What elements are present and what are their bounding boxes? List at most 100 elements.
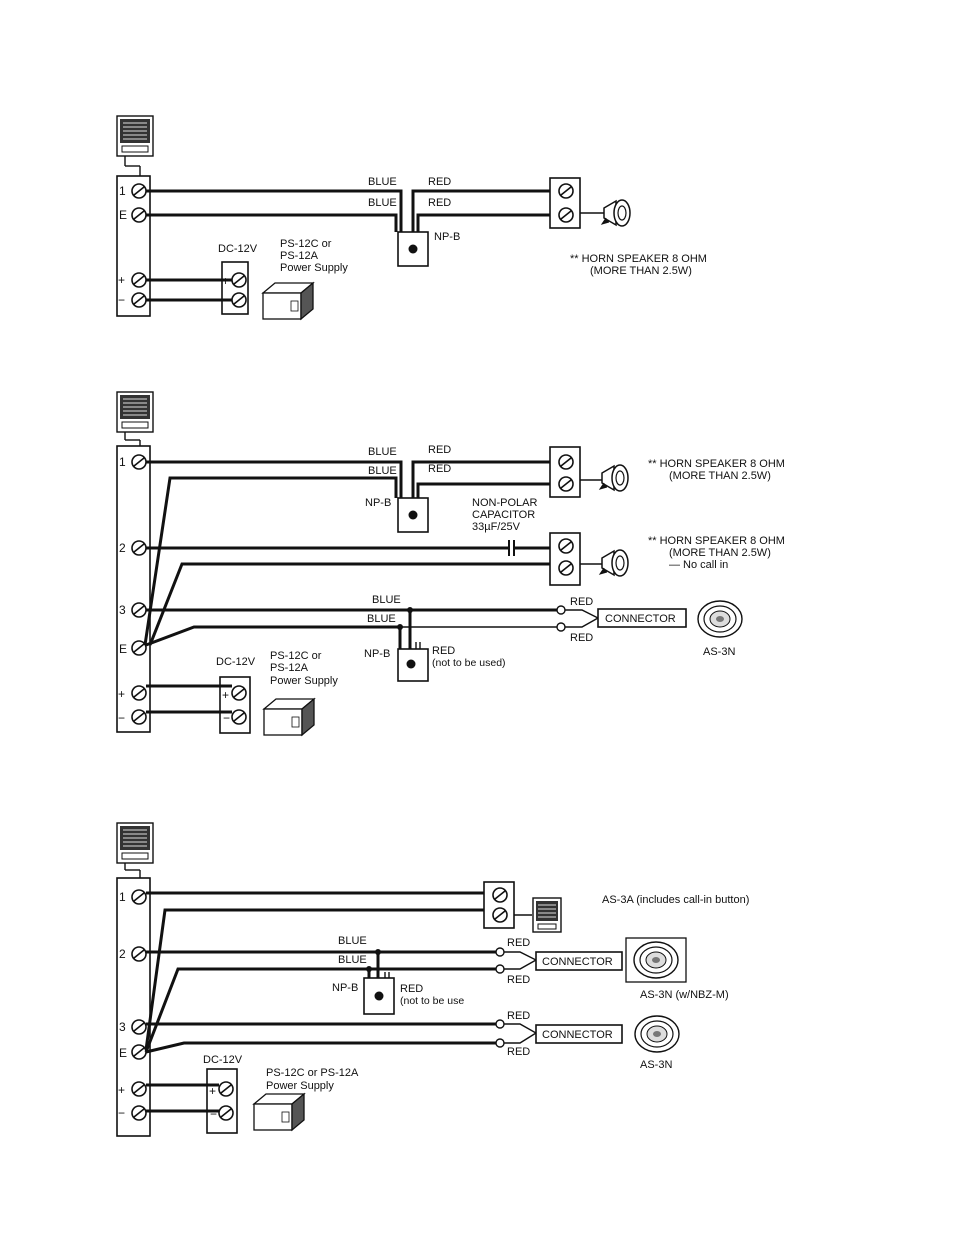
- terminal-block: [116, 877, 151, 1137]
- svg-text:−: −: [223, 711, 230, 725]
- connector-label: CONNECTOR: [542, 1029, 613, 1041]
- red-unused-label: RED: [432, 645, 455, 657]
- as-3n-label: AS-3N: [703, 646, 735, 658]
- label-blue: BLUE: [368, 176, 397, 188]
- terminal-label-1: 1: [119, 890, 126, 904]
- terminal-label-plus: +: [118, 1083, 125, 1097]
- wire-1-blue: [146, 189, 403, 232]
- label-blue: BLUE: [372, 594, 401, 606]
- svg-text:+: +: [209, 1084, 216, 1098]
- diagram-1: 1 E + − BLUE RED BLUE RED NP-B ** HORN S…: [116, 115, 707, 320]
- label-red: RED: [570, 632, 593, 644]
- horn-speaker-note: (MORE THAN 2.5W): [669, 470, 771, 482]
- diagram-3: 1 2 3 E + − AS-3A (includes call-in butt…: [116, 822, 749, 1137]
- dc-12v-label: DC-12V: [216, 656, 256, 668]
- terminal-label-1: 1: [119, 455, 126, 469]
- psu-label: PS-12A: [270, 662, 309, 674]
- terminal-block: [116, 175, 151, 317]
- ceiling-speaker-icon: [633, 941, 679, 979]
- psu-label: PS-12A: [280, 250, 319, 262]
- power-supply-icon: [263, 698, 315, 736]
- terminal-label-e: E: [119, 642, 127, 656]
- label-red: RED: [507, 1046, 530, 1058]
- svg-text:−: −: [210, 1107, 217, 1121]
- label-red: RED: [570, 596, 593, 608]
- diagram-2: 1 2 3 E + − BLUE RED BLUE RED NP-B ** HO…: [116, 391, 785, 736]
- terminal-label-e: E: [119, 1046, 127, 1060]
- as-3n-nbz-label: AS-3N (w/NBZ-M): [640, 989, 729, 1001]
- label-blue: BLUE: [368, 197, 397, 209]
- psu-label: Power Supply: [266, 1080, 334, 1092]
- terminal-label-3: 3: [119, 1020, 126, 1034]
- psu-label: PS-12C or: [270, 650, 322, 662]
- ceiling-speaker-icon: [697, 600, 743, 638]
- np-b-label: NP-B: [434, 231, 460, 243]
- label-blue: BLUE: [338, 935, 367, 947]
- horn-speaker-icon: [601, 199, 631, 227]
- ceiling-speaker-icon: [634, 1015, 680, 1053]
- connector-box: [535, 1024, 623, 1044]
- horn-speaker-note: ** HORN SPEAKER 8 OHM: [570, 253, 707, 265]
- terminal-label-2: 2: [119, 947, 126, 961]
- np-b-label: NP-B: [332, 982, 358, 994]
- terminal-label-minus: −: [118, 293, 125, 307]
- label-red: RED: [507, 1010, 530, 1022]
- red-unused-label: (not to be use: [400, 995, 464, 1007]
- master-station-icon: [116, 115, 154, 157]
- terminal-label-minus: −: [118, 711, 125, 725]
- connector-box: [597, 608, 687, 628]
- master-station-icon: [116, 391, 154, 433]
- psu-label: Power Supply: [280, 262, 348, 274]
- terminal-label-1: 1: [119, 184, 126, 198]
- psu-terminal-block: [206, 1068, 238, 1134]
- terminal-label-2: 2: [119, 541, 126, 555]
- horn-speaker-note: — No call in: [669, 559, 728, 571]
- red-unused-label: RED: [400, 983, 423, 995]
- horn-speaker-note: (MORE THAN 2.5W): [590, 265, 692, 277]
- terminal-label-3: 3: [119, 603, 126, 617]
- red-unused-label: (not to be used): [432, 657, 506, 669]
- label-blue: BLUE: [368, 446, 397, 458]
- capacitor-label: CAPACITOR: [472, 509, 535, 521]
- horn-speaker-icon: [599, 549, 629, 577]
- label-red: RED: [428, 463, 451, 475]
- svg-text:+: +: [222, 688, 229, 702]
- master-station-icon: [116, 822, 154, 864]
- label-red: RED: [507, 974, 530, 986]
- label-red: RED: [428, 176, 451, 188]
- np-b-box: [363, 977, 395, 1015]
- capacitor-label: 33µF/25V: [472, 521, 521, 533]
- connector-label: CONNECTOR: [605, 613, 676, 625]
- horn-speaker-note: ** HORN SPEAKER 8 OHM: [648, 458, 785, 470]
- connector-box: [535, 951, 623, 971]
- terminal-label-e: E: [119, 208, 127, 222]
- power-supply-icon: [253, 1093, 305, 1131]
- dc-12v-label: DC-12V: [218, 243, 258, 255]
- label-blue: BLUE: [368, 465, 397, 477]
- horn-speaker-icon: [599, 464, 629, 492]
- connector-label: CONNECTOR: [542, 956, 613, 968]
- label-red: RED: [507, 937, 530, 949]
- dc-12v-label: DC-12V: [203, 1054, 243, 1066]
- psu-label: Power Supply: [270, 675, 338, 687]
- capacitor-label: NON-POLAR: [472, 497, 537, 509]
- terminal-block: [116, 445, 151, 733]
- label-blue: BLUE: [338, 954, 367, 966]
- terminal-label-plus: +: [118, 687, 125, 701]
- terminal-label-minus: −: [118, 1106, 125, 1120]
- np-b-label: NP-B: [364, 648, 390, 660]
- power-supply-icon: [262, 282, 314, 320]
- psu-label: PS-12C or: [280, 238, 332, 250]
- label-blue: BLUE: [367, 613, 396, 625]
- np-b-label: NP-B: [365, 497, 391, 509]
- horn-speaker-note: (MORE THAN 2.5W): [669, 547, 771, 559]
- psu-label: PS-12C or PS-12A: [266, 1067, 359, 1079]
- horn-speaker-note: ** HORN SPEAKER 8 OHM: [648, 535, 785, 547]
- as-3a-station-icon: [532, 897, 562, 933]
- as-3a-label: AS-3A (includes call-in button): [602, 894, 749, 906]
- label-red: RED: [428, 197, 451, 209]
- as-3n-label: AS-3N: [640, 1059, 672, 1071]
- wire-1-red: [411, 189, 562, 232]
- terminal-label-plus: +: [118, 273, 125, 287]
